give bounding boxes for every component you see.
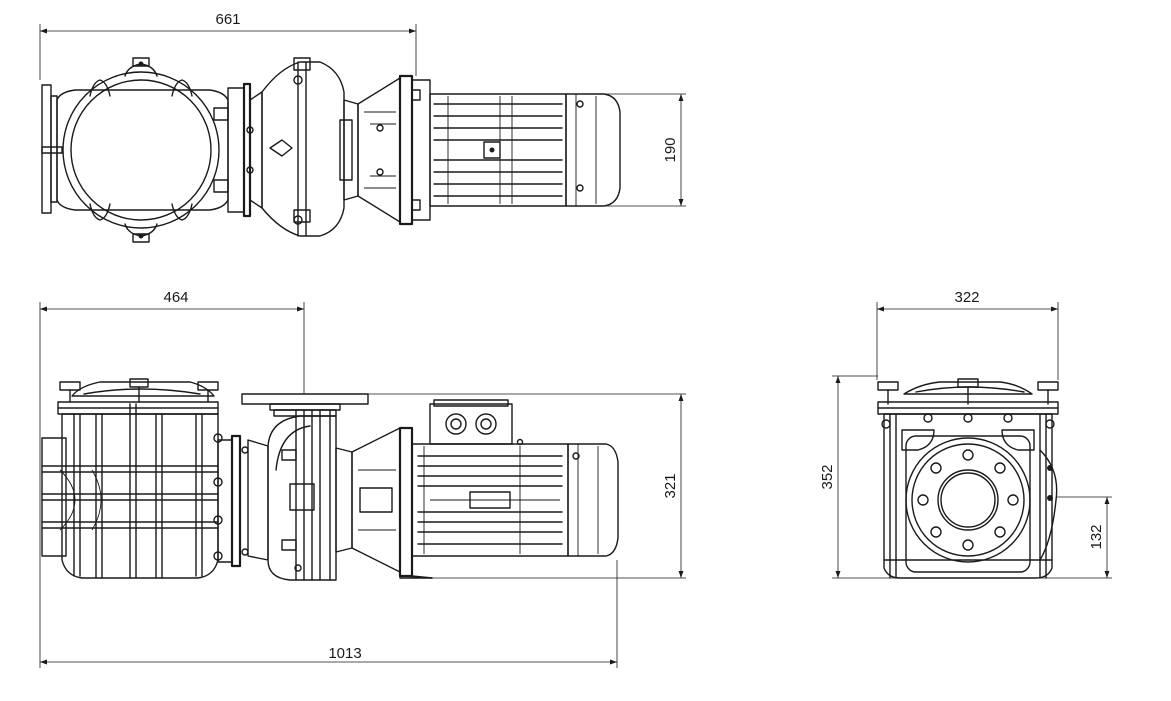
flange-bolt-holes [917,449,1019,551]
strainer-lugs [89,57,193,243]
top-view [41,57,621,243]
dim-top-width: 661 [215,11,240,28]
end-dimension-lines [832,302,1112,579]
side-motor-fins [417,446,563,554]
lid-knobs [59,378,219,403]
strainer-ribs [73,403,203,579]
dim-side-width: 464 [163,289,188,306]
dim-top-height: 190 [662,137,679,162]
side-dimension-lines [39,302,686,668]
side-view [41,378,619,581]
dim-total-length: 1013 [328,645,361,662]
end-view [877,378,1059,579]
dim-shaft-height: 132 [1088,524,1105,549]
top-dimension-lines [39,24,686,207]
top-motor-fins [433,96,563,204]
dim-side-height: 321 [662,473,679,498]
dim-end-width: 322 [954,289,979,306]
dim-end-height: 352 [819,464,836,489]
